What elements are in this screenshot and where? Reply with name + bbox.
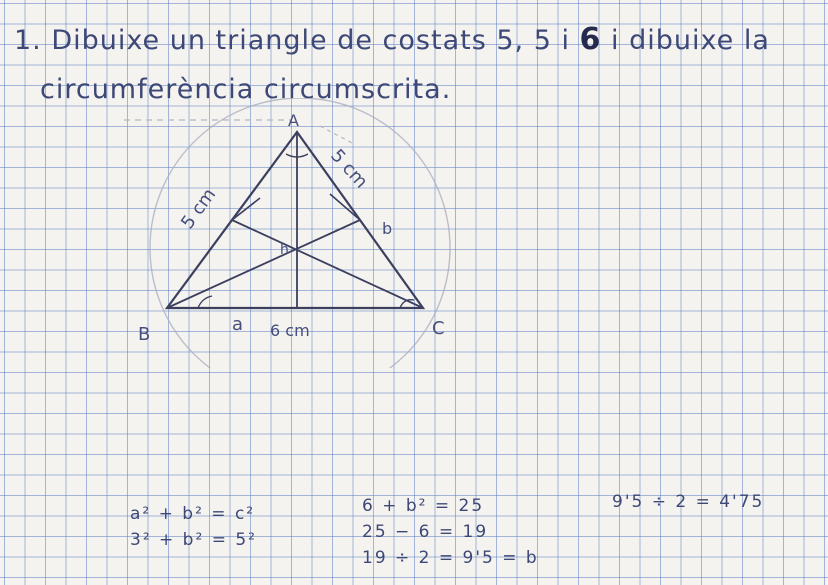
side-b-letter: b [382, 219, 392, 238]
exercise-title-line-1: 1. Dibuixe un triangle de costats 5, 5 i… [14, 22, 770, 57]
title-text-post: i dibuixe la [601, 25, 770, 56]
side-left-length: 5 cm [177, 185, 220, 233]
side-a-letter: a [232, 314, 243, 335]
vertex-c-label: C [432, 318, 445, 339]
vertex-a-label: A [288, 111, 299, 130]
angle-arc-c [399, 298, 415, 309]
angle-arc-a [285, 153, 309, 158]
height-letter: h [280, 242, 289, 258]
vertex-b-label: B [138, 324, 150, 345]
equation-step-4: 9'5 ÷ 2 = 4'75 [612, 492, 765, 512]
equation-substituted: 3² + b² = 5² [130, 530, 257, 550]
equation-step-1: 6 + b² = 25 [362, 496, 485, 516]
bisector-tick-left [231, 197, 261, 221]
equation-step-3: 19 ÷ 2 = 9'5 = b [362, 548, 539, 568]
triangle-figure: A B C 5 cm 5 cm 6 cm a b h [120, 98, 451, 368]
circumscribed-circle [149, 98, 451, 368]
base-length: 6 cm [270, 321, 310, 340]
bisector-tick-right [329, 193, 361, 221]
title-text-pre: 1. Dibuixe un triangle de costats 5, 5 i [14, 25, 580, 56]
equation-pythagoras: a² + b² = c² [130, 504, 256, 524]
angle-arc-b [197, 295, 213, 309]
median-from-c [231, 219, 424, 309]
median-from-b [166, 219, 361, 309]
side-right-length: 5 cm [326, 145, 371, 192]
dashed-line-right [319, 125, 355, 145]
equation-step-2: 25 − 6 = 19 [362, 522, 489, 542]
exercise-title-line-2: circumferència circumscrita. [40, 74, 452, 105]
title-bold-six: 6 [579, 22, 602, 57]
